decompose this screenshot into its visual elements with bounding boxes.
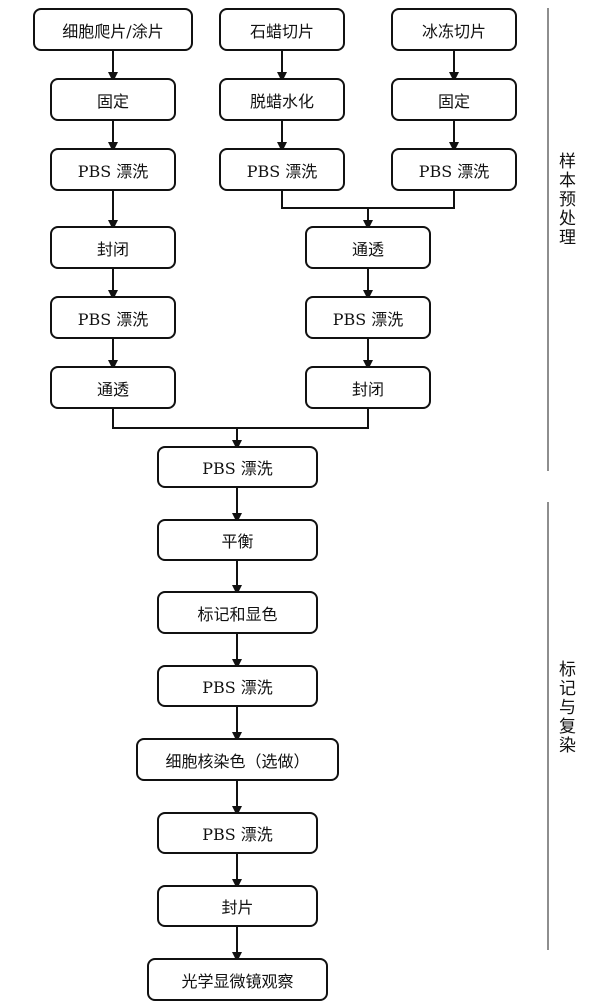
step-pbs-d: PBS 漂洗 (305, 296, 431, 339)
step-permeabilize-a: 通透 (50, 366, 176, 409)
step-mount: 封片 (157, 885, 318, 927)
step-permeabilize-d: 通透 (305, 226, 431, 269)
step-pbs-main3: PBS 漂洗 (157, 812, 318, 854)
step-frozen: 冰冻切片 (391, 8, 517, 51)
step-paraffin: 石蜡切片 (219, 8, 345, 51)
step-block-a: 封闭 (50, 226, 176, 269)
step-fix-a: 固定 (50, 78, 176, 121)
step-pbs-main2: PBS 漂洗 (157, 665, 318, 707)
phase-label-label-stain: 标记与复染 (555, 660, 575, 755)
step-balance: 平衡 (157, 519, 318, 561)
phase-label-pretreat: 样本预处理 (555, 152, 575, 247)
step-pbs-c: PBS 漂洗 (391, 148, 517, 191)
step-block-d: 封闭 (305, 366, 431, 409)
step-fix-c: 固定 (391, 78, 517, 121)
step-label: 标记和显色 (157, 591, 318, 634)
step-dewax: 脱蜡水化 (219, 78, 345, 121)
step-counterstain: 细胞核染色（选做） (136, 738, 339, 781)
step-cell-prep: 细胞爬片/涂片 (33, 8, 193, 51)
step-observe: 光学显微镜观察 (147, 958, 328, 1001)
step-pbs-a2: PBS 漂洗 (50, 296, 176, 339)
step-pbs-b: PBS 漂洗 (219, 148, 345, 191)
step-pbs-a1: PBS 漂洗 (50, 148, 176, 191)
step-pbs-main1: PBS 漂洗 (157, 446, 318, 488)
